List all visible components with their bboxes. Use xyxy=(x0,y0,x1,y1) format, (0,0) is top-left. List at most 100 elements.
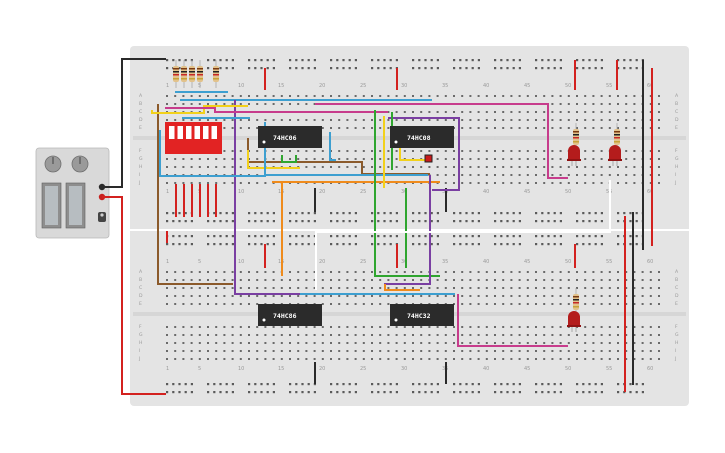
col-num-bot2-5: 5 xyxy=(198,366,201,372)
dip-switch-key[interactable] xyxy=(186,126,192,139)
col-num-top2-60: 60 xyxy=(647,189,653,195)
row-letter-top-f: F xyxy=(139,148,142,154)
col-num-bot-10: 10 xyxy=(238,259,244,265)
resistor xyxy=(197,60,203,88)
resistor xyxy=(573,288,579,316)
wire xyxy=(102,58,166,188)
power-switch[interactable] xyxy=(98,212,106,222)
chip-74hc06-label: 74HC06 xyxy=(273,134,297,142)
col-num-top-45: 45 xyxy=(524,83,530,89)
row-letter-top-c: C xyxy=(139,109,142,115)
row-letter-botr-i: I xyxy=(675,348,676,354)
row-letter-top-j: J xyxy=(138,180,140,186)
chip-74hc08-label: 74HC08 xyxy=(407,134,431,142)
col-num-bot-45: 45 xyxy=(524,259,530,265)
col-num-top-15: 15 xyxy=(278,83,284,89)
row-letter-bot-c: C xyxy=(139,285,142,291)
col-num-top-50: 50 xyxy=(565,83,571,89)
col-num-bot2-25: 25 xyxy=(360,366,366,372)
col-num-bot-40: 40 xyxy=(483,259,489,265)
row-letter-top-b: B xyxy=(139,101,142,107)
led xyxy=(567,311,581,332)
row-letter-topr-a: A xyxy=(675,93,679,99)
wire xyxy=(374,110,440,277)
col-num-bot2-30: 30 xyxy=(401,366,407,372)
row-letter-topr-j: J xyxy=(674,180,676,186)
col-num-bot-1: 1 xyxy=(166,259,169,265)
row-letters: A B C D E F G H I J A B C D E F G H I J … xyxy=(138,93,679,362)
wire xyxy=(165,107,388,113)
row-letter-topr-c: C xyxy=(675,109,678,115)
row-letter-bot-d: D xyxy=(139,293,143,299)
col-num-bot2-1: 1 xyxy=(166,366,169,372)
row-letter-botr-d: D xyxy=(675,293,679,299)
row-letter-topr-d: D xyxy=(675,117,679,123)
wire xyxy=(281,155,297,163)
row-letter-bot-f: F xyxy=(139,324,142,330)
col-num-top-25: 25 xyxy=(360,83,366,89)
dip-switch-key[interactable] xyxy=(169,126,175,139)
col-num-bot2-60: 60 xyxy=(647,366,653,372)
probe-marker xyxy=(424,154,433,163)
dip-switch[interactable] xyxy=(165,122,222,154)
row-letter-topr-e: E xyxy=(675,125,678,131)
col-num-bot-60: 60 xyxy=(647,259,653,265)
col-num-top-20: 20 xyxy=(319,83,325,89)
dip-switch-key[interactable] xyxy=(203,126,209,139)
row-letter-botr-j: J xyxy=(674,356,676,362)
dip-switch-key[interactable] xyxy=(194,126,201,139)
col-num-top-30: 30 xyxy=(401,83,407,89)
row-letter-botr-e: E xyxy=(675,301,678,307)
row-letter-topr-b: B xyxy=(675,101,678,107)
col-num-bot2-40: 40 xyxy=(483,366,489,372)
col-num-bot-5: 5 xyxy=(198,259,201,265)
chip-74hc86: 74HC86 xyxy=(258,304,322,326)
col-num-top2-30: 30 xyxy=(401,189,407,195)
resistor xyxy=(213,60,219,88)
row-letter-topr-i: I xyxy=(675,172,676,178)
wire xyxy=(157,104,233,285)
resistor xyxy=(573,123,579,151)
wire xyxy=(159,130,266,177)
wire xyxy=(234,100,300,295)
col-num-bot2-15: 15 xyxy=(278,366,284,372)
row-letter-topr-h: H xyxy=(675,164,678,170)
col-num-top2-1: 1 xyxy=(166,189,169,195)
wire xyxy=(247,150,300,169)
wire xyxy=(151,105,248,114)
col-num-bot-25: 25 xyxy=(360,259,366,265)
row-letter-top-e: E xyxy=(139,125,142,131)
col-num-top-35: 35 xyxy=(442,83,448,89)
col-num-top2-10: 10 xyxy=(238,189,244,195)
col-num-top2-20: 20 xyxy=(319,189,325,195)
row-letter-top-h: H xyxy=(139,164,142,170)
col-num-bot2-45: 45 xyxy=(524,366,530,372)
row-letter-botr-g: G xyxy=(675,332,679,338)
resistor xyxy=(181,60,187,88)
power-supply[interactable] xyxy=(35,147,110,239)
chip-74hc86-label: 74HC86 xyxy=(273,312,297,320)
col-num-bot2-50: 50 xyxy=(565,366,571,372)
wire xyxy=(432,117,460,191)
wire xyxy=(384,284,420,291)
col-num-top2-50: 50 xyxy=(565,189,571,195)
row-letter-bot-g: G xyxy=(139,332,143,338)
row-letter-bot-e: E xyxy=(139,301,142,307)
col-num-bot2-55: 55 xyxy=(606,366,612,372)
dip-switch-key[interactable] xyxy=(211,126,218,139)
col-num-top-10: 10 xyxy=(238,83,244,89)
col-num-bot-35: 35 xyxy=(442,259,448,265)
col-num-bot-55: 55 xyxy=(606,259,612,265)
col-num-bot-20: 20 xyxy=(319,259,325,265)
col-num-bot2-10: 10 xyxy=(238,366,244,372)
col-num-top-1: 1 xyxy=(166,83,169,89)
dip-switch-key[interactable] xyxy=(177,126,184,139)
col-num-bot-30: 30 xyxy=(401,259,407,265)
row-letter-top-g: G xyxy=(139,156,143,162)
row-letter-topr-f: F xyxy=(675,148,678,154)
row-letter-bot-h: H xyxy=(139,340,142,346)
row-letter-bot-a: A xyxy=(139,269,143,275)
row-letter-botr-h: H xyxy=(675,340,678,346)
col-num-top2-40: 40 xyxy=(483,189,489,195)
